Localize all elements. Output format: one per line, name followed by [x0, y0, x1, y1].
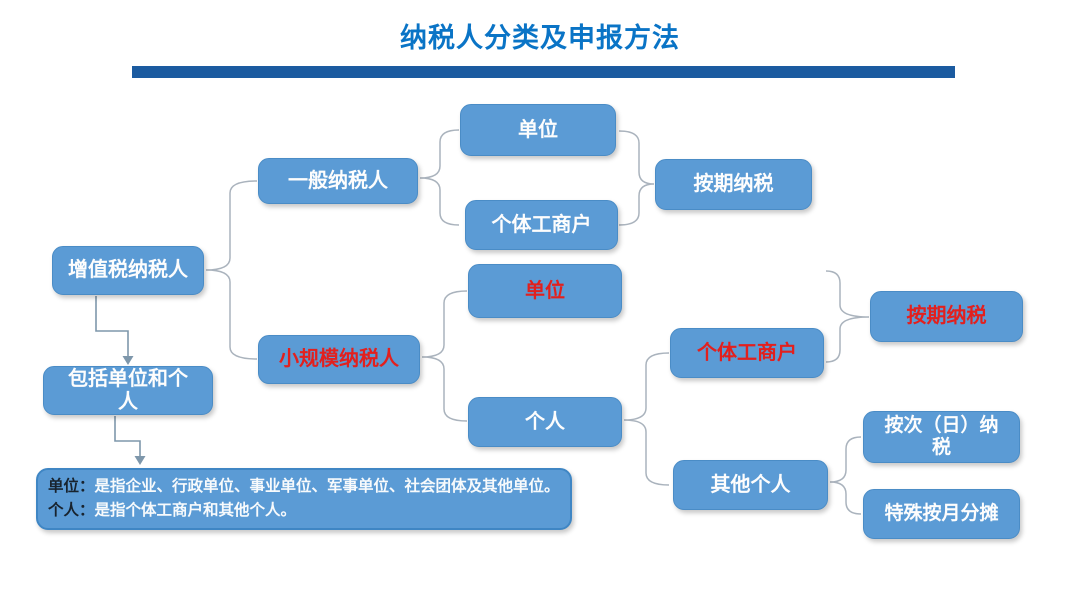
- node-per-time-daily-tax: 按次（日）纳 税: [863, 411, 1020, 463]
- node-small-scale-taxpayer-label: 小规模纳税人: [279, 348, 399, 370]
- brace-general-to-unit-business: [419, 129, 460, 226]
- node-periodic-tax-small-scale-label: 按期纳税: [906, 305, 987, 327]
- arrowhead-vat-to-includes: [122, 356, 134, 365]
- node-periodic-tax-small-scale: 按期纳税: [870, 291, 1023, 342]
- node-periodic-tax-general: 按期纳税: [655, 159, 812, 210]
- node-includes-units-individuals: 包括单位和个 人: [43, 366, 213, 415]
- node-individual-small-scale: 个人: [468, 397, 622, 447]
- note-unit-term: 单位：: [48, 478, 95, 495]
- brace-business-to-periodic-tax-red: [825, 270, 870, 363]
- node-general-taxpayer-label: 一般纳税人: [288, 169, 388, 192]
- brace-vat-to-taxpayer-types: [205, 180, 258, 360]
- brace-smallscale-to-unit-individual: [421, 290, 468, 422]
- node-other-individual-label: 其他个人: [710, 473, 791, 496]
- node-unit-general-label: 单位: [518, 118, 558, 141]
- node-includes-units-individuals-label: 包括单位和个 人: [68, 367, 188, 413]
- node-special-monthly-allocation: 特殊按月分摊: [863, 489, 1020, 539]
- node-individual-small-scale-label: 个人: [525, 410, 565, 433]
- brace-individual-to-business-other: [623, 352, 670, 486]
- node-individual-business-general: 个体工商户: [465, 200, 618, 250]
- node-individual-business-general-label: 个体工商户: [491, 213, 592, 236]
- page-title: 纳税人分类及申报方法: [400, 23, 680, 53]
- arrow-includes-to-note: [114, 416, 141, 457]
- node-general-taxpayer: 一般纳税人: [258, 158, 418, 204]
- node-unit-general: 单位: [460, 104, 616, 156]
- node-vat-taxpayer-label: 增值税纳税人: [68, 259, 188, 281]
- note-individual-desc: 是指个体工商户和其他个人。: [94, 502, 297, 519]
- arrow-vat-to-includes: [95, 296, 129, 357]
- note-line-individual: 个人：是指个体工商户和其他个人。: [48, 499, 560, 523]
- node-vat-taxpayer: 增值税纳税人: [52, 246, 204, 295]
- node-small-scale-taxpayer: 小规模纳税人: [258, 335, 420, 384]
- node-unit-small-scale: 单位: [468, 264, 622, 318]
- node-unit-small-scale-label: 单位: [525, 279, 565, 302]
- node-individual-business-small-scale: 个体工商户: [670, 328, 824, 378]
- definition-note-box: 单位：是指企业、行政单位、事业单位、军事单位、社会团体及其他单位。 个人：是指个…: [36, 468, 572, 530]
- note-line-unit: 单位：是指企业、行政单位、事业单位、军事单位、社会团体及其他单位。: [48, 475, 560, 499]
- note-unit-desc: 是指企业、行政单位、事业单位、军事单位、社会团体及其他单位。: [94, 478, 560, 495]
- node-periodic-tax-general-label: 按期纳税: [693, 173, 774, 195]
- node-special-monthly-allocation-label: 特殊按月分摊: [884, 503, 999, 524]
- arrowhead-includes-to-note: [134, 456, 146, 465]
- node-other-individual: 其他个人: [673, 460, 828, 510]
- title-divider-bar: [132, 66, 955, 78]
- node-per-time-daily-tax-label: 按次（日）纳 税: [884, 415, 999, 458]
- brace-unit-business-to-periodic-tax: [618, 130, 655, 226]
- brace-other-individual-to-methods: [829, 436, 862, 515]
- node-individual-business-small-scale-label: 个体工商户: [697, 341, 797, 364]
- note-individual-term: 个人：: [48, 502, 95, 519]
